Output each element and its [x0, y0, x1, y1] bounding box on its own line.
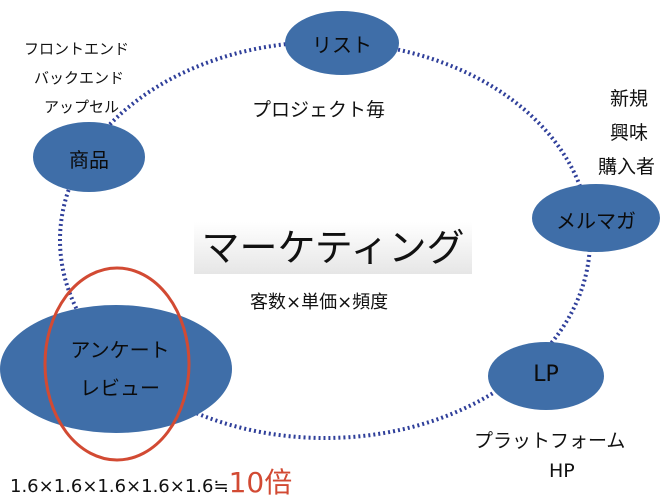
- multiplier-expression-text: 1.6×1.6×1.6×1.6×1.6≒: [10, 476, 229, 497]
- highlight-ring: [43, 266, 191, 462]
- customer-type-interest: 興味: [610, 122, 649, 144]
- node-survey-label-2: レビュー: [80, 376, 160, 400]
- product-tier-backend: バックエンド: [34, 69, 125, 87]
- product-tier-upsell: アップセル: [44, 98, 120, 116]
- node-survey-review: [0, 305, 232, 433]
- customer-type-buyer: 購入者: [598, 156, 656, 178]
- node-list: [285, 11, 399, 75]
- multiplier-result: 10倍: [228, 466, 293, 499]
- customer-type-new: 新規: [610, 88, 649, 110]
- node-survey-label-1: アンケート: [70, 338, 170, 362]
- node-list-label: リスト: [312, 33, 372, 57]
- node-lp: [488, 342, 604, 410]
- multiplier-expression: 1.6×1.6×1.6×1.6×1.6≒10倍: [10, 461, 292, 501]
- center-formula: 客数×単価×頻度: [250, 292, 389, 313]
- center-title: マーケティング: [194, 222, 472, 274]
- node-lp-label: LP: [533, 362, 559, 387]
- product-tier-frontend: フロントエンド: [24, 40, 130, 58]
- per-project-label: プロジェクト毎: [252, 99, 386, 121]
- node-mailmag: [532, 184, 660, 252]
- platform-label: プラットフォーム: [474, 430, 626, 452]
- node-product: [33, 122, 145, 192]
- node-mailmag-label: メルマガ: [556, 209, 636, 233]
- node-product-label: 商品: [69, 148, 109, 172]
- platform-hp-label: HP: [549, 460, 575, 482]
